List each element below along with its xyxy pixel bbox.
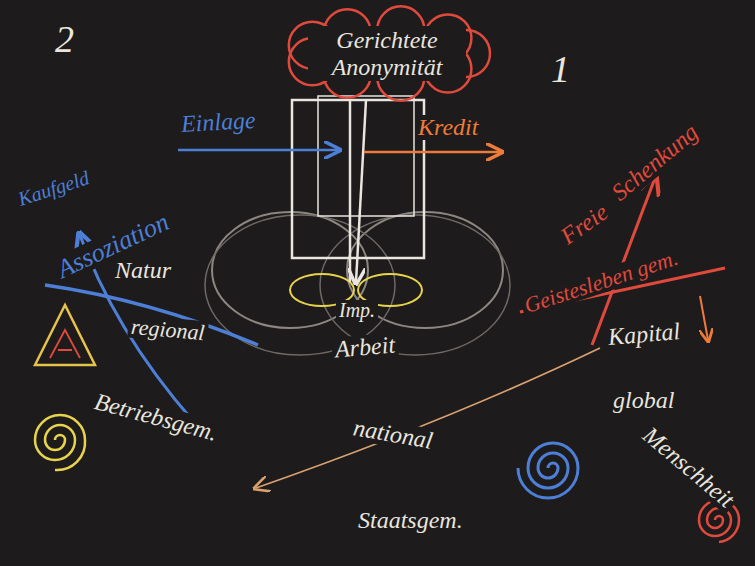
chalk-line [349, 100, 352, 282]
concept-label: Staatsgem. [355, 508, 466, 533]
deposit-arrow [178, 149, 338, 152]
concept-label: regional [127, 315, 208, 345]
chalk-arrow [700, 296, 708, 340]
triangle-symbol [50, 330, 80, 358]
concept-label: Arbeit [331, 332, 399, 363]
chalk-loop [320, 215, 510, 355]
triangle-symbol [35, 305, 95, 365]
concept-label: Freie [554, 198, 615, 251]
credit-arrow [364, 151, 500, 154]
section-number: 2 [52, 20, 77, 60]
node-text: Gerichtete Anonymität [308, 26, 466, 81]
concept-label: Betriebsgem. [89, 388, 223, 446]
concept-label: Kaufgeld [13, 166, 95, 210]
concept-label: Natur [112, 258, 174, 283]
chalk-arrow [356, 100, 366, 282]
circle-cluster: Gerichtete Anonymität [282, 4, 492, 103]
concept-label: Menschheit [636, 420, 742, 514]
section-number: 1 [548, 50, 573, 90]
concept-label: Imp. [336, 300, 378, 321]
concept-label: Schenkung [605, 118, 705, 208]
spiral-symbol [518, 443, 578, 498]
concept-label: global [610, 388, 677, 413]
spiral-symbol [35, 415, 85, 470]
flow-label: Kredit [415, 115, 481, 140]
flow-label: Einlage [177, 108, 259, 137]
chalk-underline [45, 285, 258, 345]
concept-label: Kapital [604, 319, 684, 351]
